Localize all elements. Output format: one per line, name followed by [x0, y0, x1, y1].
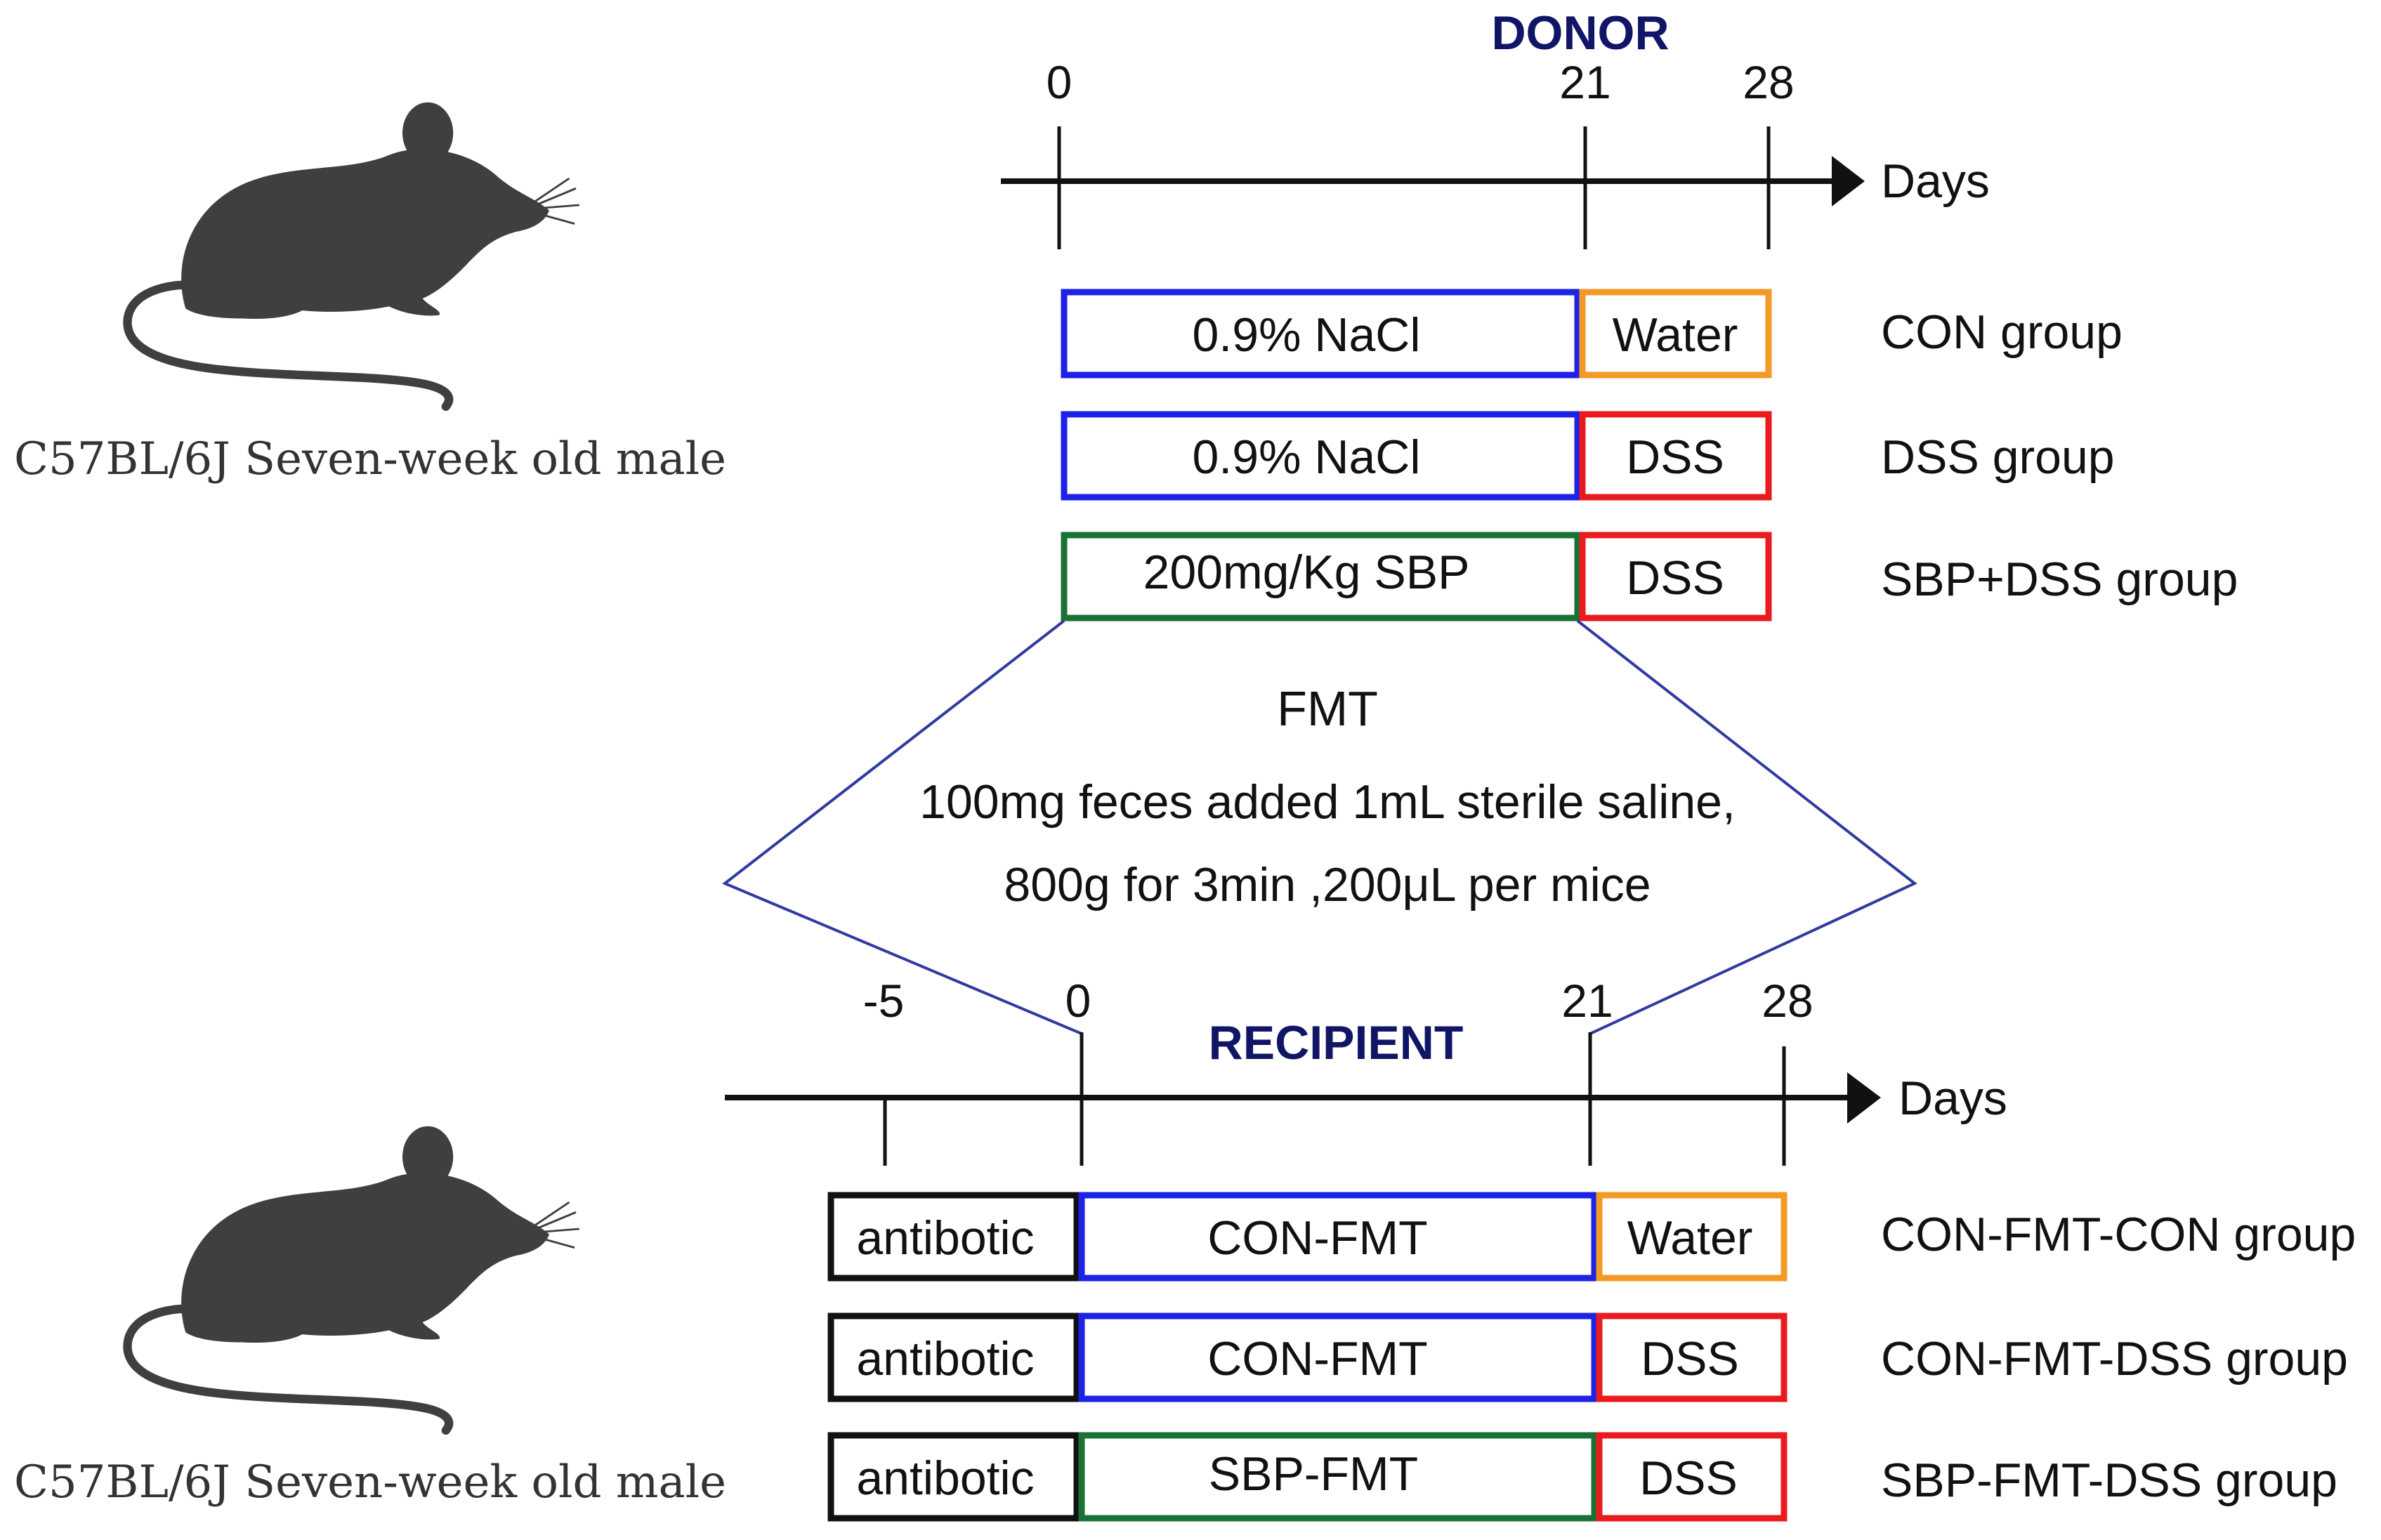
- donor-mouse-caption: C57BL/6J Seven-week old male: [14, 433, 726, 485]
- fmt-description-line-1: 100mg feces added 1mL sterile saline,: [919, 775, 1736, 829]
- treatment-box: [1596, 1432, 1788, 1522]
- recipient-mouse: [127, 1126, 579, 1430]
- treatment-box: [1061, 289, 1581, 379]
- treatment-label: antibotic: [856, 1452, 1034, 1505]
- donor-axis-arrow-icon: [1832, 156, 1865, 206]
- treatment-label: antibotic: [856, 1211, 1034, 1265]
- treatment-box: [827, 1192, 1080, 1282]
- recipient-tick-label: 0: [1065, 975, 1091, 1027]
- group-name: SBP+DSS group: [1881, 553, 2238, 606]
- fmt-title: FMT: [1277, 681, 1378, 736]
- recipient-axis-arrow-icon: [1847, 1072, 1881, 1124]
- donor-tick-label: 28: [1743, 56, 1794, 108]
- donor-tick-label: 0: [1047, 56, 1073, 108]
- treatment-label: antibotic: [856, 1332, 1034, 1386]
- treatment-label: DSS: [1639, 1452, 1738, 1505]
- treatment-box: [1596, 1312, 1788, 1402]
- fmt-description-line-2: 800g for 3min ,200μL per mice: [1004, 858, 1651, 912]
- treatment-label: 200mg/Kg SBP: [1143, 546, 1470, 599]
- group-name: CON group: [1881, 305, 2123, 359]
- treatment-box: [1078, 1432, 1598, 1522]
- group-name: CON-FMT-CON group: [1881, 1208, 2356, 1261]
- treatment-label: CON-FMT: [1207, 1211, 1427, 1265]
- recipient-tick-label: 21: [1561, 975, 1613, 1027]
- recipient-tick-label: -5: [863, 975, 905, 1027]
- treatment-box: [1061, 411, 1581, 501]
- mouse-icon: [127, 1126, 579, 1430]
- group-name: DSS group: [1881, 430, 2115, 484]
- treatment-box: [1596, 1192, 1788, 1282]
- donor-row-con: 0.9% NaCl Water CON group: [1061, 289, 2123, 379]
- treatment-box: [1061, 532, 1581, 621]
- treatment-label: CON-FMT: [1207, 1332, 1427, 1386]
- donor-axis-label: Days: [1881, 154, 1990, 208]
- treatment-label: Water: [1613, 308, 1738, 362]
- donor-row-dss: 0.9% NaCl DSS DSS group: [1061, 411, 2115, 501]
- donor-mouse: [127, 103, 579, 407]
- treatment-label: DSS: [1626, 430, 1724, 484]
- treatment-label: DSS: [1641, 1332, 1739, 1386]
- group-name: SBP-FMT-DSS group: [1881, 1454, 2337, 1507]
- recipient-row-con-fmt-dss: antibotic CON-FMT DSS CON-FMT-DSS group: [827, 1312, 2348, 1402]
- recipient-row-con-fmt-con: antibotic CON-FMT Water CON-FMT-CON grou…: [827, 1192, 2356, 1282]
- mouse-icon: [127, 103, 579, 407]
- treatment-box: [1579, 411, 1772, 501]
- recipient-row-sbp-fmt-dss: antibotic SBP-FMT DSS SBP-FMT-DSS group: [827, 1432, 2337, 1522]
- treatment-box: [827, 1312, 1080, 1402]
- treatment-box: [1078, 1192, 1598, 1282]
- recipient-tick-label: 28: [1762, 975, 1813, 1027]
- treatment-label: 0.9% NaCl: [1192, 308, 1420, 362]
- treatment-box: [827, 1432, 1080, 1522]
- treatment-label: SBP-FMT: [1209, 1447, 1418, 1501]
- treatment-box: [1078, 1312, 1598, 1402]
- recipient-mouse-caption: C57BL/6J Seven-week old male: [14, 1456, 726, 1508]
- group-name: CON-FMT-DSS group: [1881, 1332, 2348, 1386]
- donor-row-sbp-dss: 200mg/Kg SBP DSS SBP+DSS group: [1061, 532, 2238, 621]
- treatment-label: DSS: [1626, 551, 1724, 605]
- treatment-box: [1579, 532, 1772, 621]
- recipient-title: RECIPIENT: [1209, 1016, 1464, 1070]
- treatment-label: 0.9% NaCl: [1192, 430, 1420, 484]
- treatment-box: [1579, 289, 1772, 379]
- recipient-axis-label: Days: [1898, 1072, 2007, 1125]
- donor-tick-label: 21: [1559, 56, 1611, 108]
- treatment-label: Water: [1627, 1211, 1753, 1265]
- donor-title: DONOR: [1491, 6, 1669, 60]
